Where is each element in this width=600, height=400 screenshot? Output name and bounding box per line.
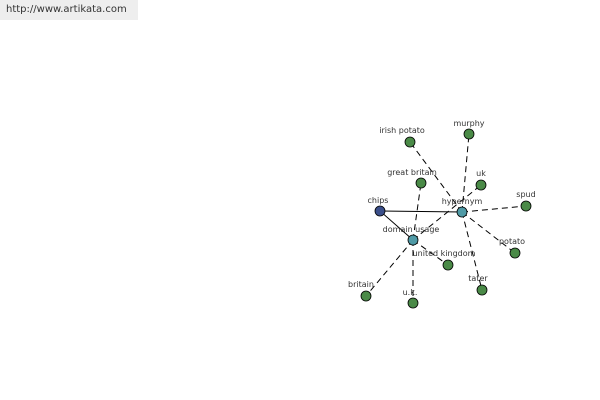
edge-domain_usage-uk_lower [412, 184, 482, 241]
node-label-murphy[interactable]: murphy [453, 119, 484, 128]
edge-hypernym-spud [461, 205, 527, 213]
node-label-chips[interactable]: chips [368, 196, 389, 205]
site-url[interactable]: http://www.artikata.com [0, 0, 138, 20]
node-label-uk-lower[interactable]: uk [476, 169, 486, 178]
edge-hypernym-irish_potato [409, 141, 463, 213]
node-united-kingdom[interactable] [442, 259, 454, 271]
node-label-spud[interactable]: spud [516, 190, 535, 199]
node-hypernym[interactable] [456, 206, 468, 218]
edge-domain_usage-britain [365, 239, 414, 297]
node-tater[interactable] [476, 284, 488, 296]
node-britain[interactable] [360, 290, 372, 302]
node-u-k[interactable] [407, 297, 419, 309]
node-label-hypernym[interactable]: hypernym [442, 197, 483, 206]
node-uk-lower[interactable] [475, 179, 487, 191]
graph-labels: chips hypernym domain usage irish potato mur… [348, 119, 536, 297]
node-domain-usage[interactable] [407, 234, 419, 246]
graph-edges [365, 133, 527, 303]
node-potato[interactable] [509, 247, 521, 259]
edge-domain_usage-united_kingdom [412, 239, 449, 266]
node-label-great-britain[interactable]: great britain [387, 168, 437, 177]
edge-chips-hypernym [379, 210, 463, 213]
node-label-tater[interactable]: tater [468, 274, 488, 283]
node-label-u-k[interactable]: u.k. [403, 288, 418, 297]
node-great-britain[interactable] [415, 177, 427, 189]
graph-nodes [360, 128, 532, 309]
edge-hypernym-potato [461, 211, 516, 254]
node-spud[interactable] [520, 200, 532, 212]
node-label-potato[interactable]: potato [499, 237, 525, 246]
node-murphy[interactable] [463, 128, 475, 140]
edge-chips-domain_usage [379, 210, 414, 241]
node-label-britain[interactable]: britain [348, 280, 374, 289]
node-label-united-kingdom[interactable]: united kingdom [413, 249, 476, 258]
node-label-domain-usage[interactable]: domain usage [383, 225, 440, 234]
node-irish-potato[interactable] [404, 136, 416, 148]
edge-hypernym-tater [461, 211, 483, 291]
node-label-irish-potato[interactable]: irish potato [379, 126, 425, 135]
node-chips[interactable] [374, 205, 386, 217]
